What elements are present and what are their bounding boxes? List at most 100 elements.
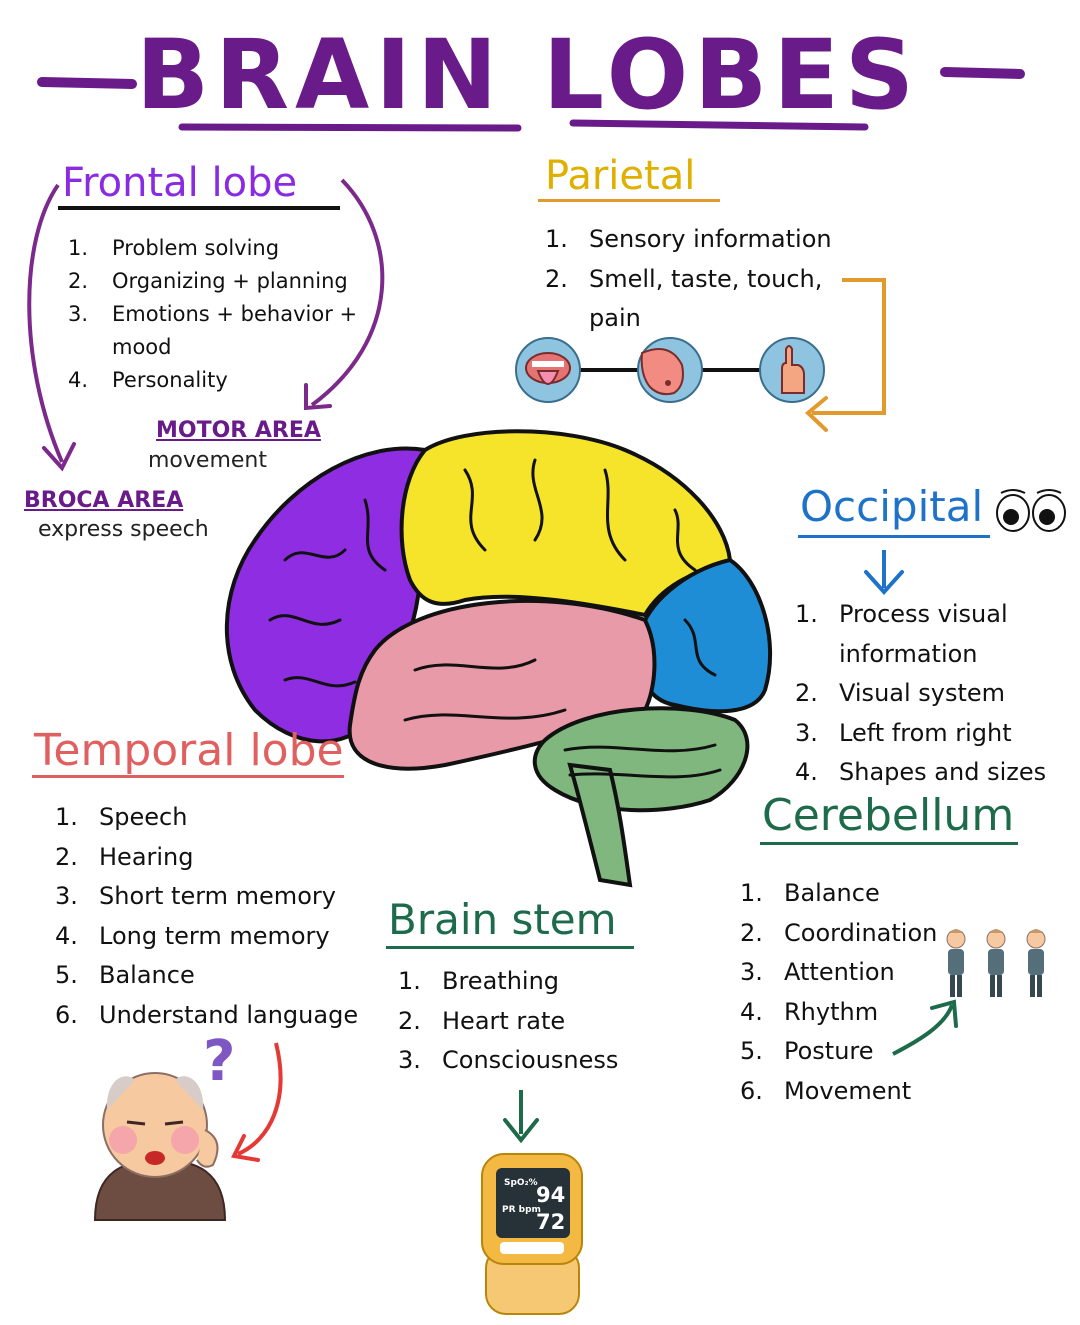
occipital-list-item: 1.Process visual	[795, 595, 1046, 635]
arrow-cerebellum	[892, 1004, 954, 1056]
posture-figures	[946, 929, 1046, 997]
frontal-list-item: 2. Organizing + planning	[68, 265, 357, 298]
item-text: Smell, taste, touch,	[589, 264, 823, 293]
temporal-list-item: 2.Hearing	[55, 838, 358, 878]
pr-label: PR bpm	[502, 1205, 541, 1215]
title-dash-right	[940, 67, 1025, 79]
brain-stem-list-item: 2.Heart rate	[398, 1002, 618, 1042]
item-text: Emotions + behavior +	[112, 302, 358, 326]
item-text: Hearing	[99, 842, 194, 871]
item-text: Consciousness	[442, 1046, 619, 1074]
frontal-list: 1.Problem solving 2. Organizing + planning…	[68, 232, 357, 397]
cerebellum-list-item: 3. Attention	[740, 953, 937, 993]
arrow-temporal	[237, 1042, 283, 1156]
posture-figure	[946, 929, 966, 997]
temporal-list-item: 1. Speech	[55, 798, 358, 838]
cerebellum-list-item: 5.Posture	[740, 1032, 937, 1072]
brain-stem-title: Brain stem	[388, 895, 617, 944]
item-number: 1.	[545, 225, 568, 253]
parietal-underline	[538, 199, 720, 202]
occipital-underline	[798, 535, 990, 538]
motor-area-desc: movement	[148, 448, 267, 473]
pr-value: 72	[536, 1210, 566, 1234]
item-number: 4.	[795, 758, 818, 786]
item-text: Long term memory	[99, 921, 330, 950]
item-text: Speech	[99, 803, 188, 831]
item-text: Personality	[112, 368, 228, 392]
frontal-list-item: 1.Problem solving	[68, 232, 357, 265]
item-text: Attention	[784, 958, 895, 986]
item-text: Balance	[99, 961, 195, 989]
occipital-list-item: 3.Left from right	[795, 714, 1046, 754]
item-number: 5.	[740, 1037, 763, 1065]
item-number: 1.	[740, 879, 763, 907]
brain-stem-list: 1. Breathing 2.Heart rate 3. Consciousness	[398, 962, 618, 1081]
frontal-list-item: 4. Personality	[68, 364, 357, 397]
item-text: Sensory information	[589, 225, 832, 253]
occipital-list-item: 2. Visual system	[795, 674, 1046, 714]
item-number: 2.	[740, 918, 763, 947]
item-number: 5.	[55, 961, 78, 989]
arrow-to-motor	[310, 178, 385, 407]
question-mark-icon: ?	[203, 1029, 235, 1094]
brain-illustration	[224, 429, 773, 888]
arrow-parietal	[812, 278, 886, 415]
spo2-value: 94	[536, 1183, 566, 1207]
title-dash-left	[37, 77, 137, 89]
item-number: 2.	[68, 269, 89, 293]
item-number: 1.	[398, 967, 421, 995]
item-text: Shapes and sizes	[839, 758, 1047, 786]
occipital-lobe-region	[636, 557, 773, 714]
motor-area-title: MOTOR AREA	[156, 418, 321, 443]
spo2-label: SpO₂%	[504, 1178, 538, 1188]
item-number: 3.	[68, 302, 89, 326]
item-text: Breathing	[442, 967, 560, 995]
item-number: 1.	[55, 803, 78, 831]
elderly-man-illustration: ?	[93, 1029, 235, 1221]
item-text: Organizing + planning	[112, 269, 348, 293]
cerebellum-title: Cerebellum	[762, 790, 1015, 841]
temporal-list-item: 3.Short term memory	[55, 877, 358, 917]
item-number: 6.	[740, 1076, 763, 1105]
temporal-list-item: 6.Understand language	[55, 996, 358, 1036]
item-number: 3.	[740, 958, 763, 986]
item-text: Rhythm	[784, 997, 879, 1026]
occipital-list-item: information	[795, 635, 1046, 675]
item-text: Short term memory	[99, 882, 336, 910]
brain-stem-region	[567, 762, 633, 888]
item-text: pain	[589, 304, 641, 332]
parietal-list: 1. Sensory information 2. Smell, taste, tou…	[545, 220, 832, 339]
broca-area-title: BROCA AREA	[24, 488, 184, 513]
title-banner: BRAIN LOBES	[37, 19, 1025, 132]
senses-row	[515, 337, 825, 403]
parietal-list-item: 2. Smell, taste, touch,	[545, 260, 832, 300]
nose-icon	[637, 337, 703, 403]
posture-figure	[1026, 929, 1046, 997]
item-text: Balance	[784, 879, 880, 907]
item-number: 4.	[68, 368, 89, 392]
cerebellum-list-item: 4.Rhythm	[740, 993, 937, 1033]
parietal-list-item: pain	[545, 299, 832, 339]
temporal-underline	[32, 775, 344, 778]
item-text: Coordination	[784, 918, 938, 947]
item-number: 3.	[398, 1046, 421, 1074]
temporal-title: Temporal lobe	[34, 725, 344, 776]
hand-icon	[759, 337, 825, 403]
pulse-oximeter-illustration: SpO₂% 94 PR bpm 72	[480, 1148, 585, 1318]
item-number: 2.	[545, 264, 568, 293]
item-number: 4.	[55, 921, 78, 950]
parietal-list-item: 1. Sensory information	[545, 220, 832, 260]
item-number: 6.	[55, 1000, 78, 1029]
brain-folds	[268, 458, 722, 779]
item-text: Visual system	[839, 679, 1006, 707]
brain-stem-list-item: 3. Consciousness	[398, 1041, 618, 1081]
frontal-underline	[58, 206, 340, 210]
arrow-to-broca	[27, 183, 64, 463]
cerebellum-underline	[760, 842, 1018, 845]
temporal-list-item: 5. Balance	[55, 956, 358, 996]
item-number: 2.	[795, 679, 818, 707]
cerebellum-list: 1. Balance 2. Coordination 3. Attention 4.Rhyt…	[740, 874, 937, 1111]
